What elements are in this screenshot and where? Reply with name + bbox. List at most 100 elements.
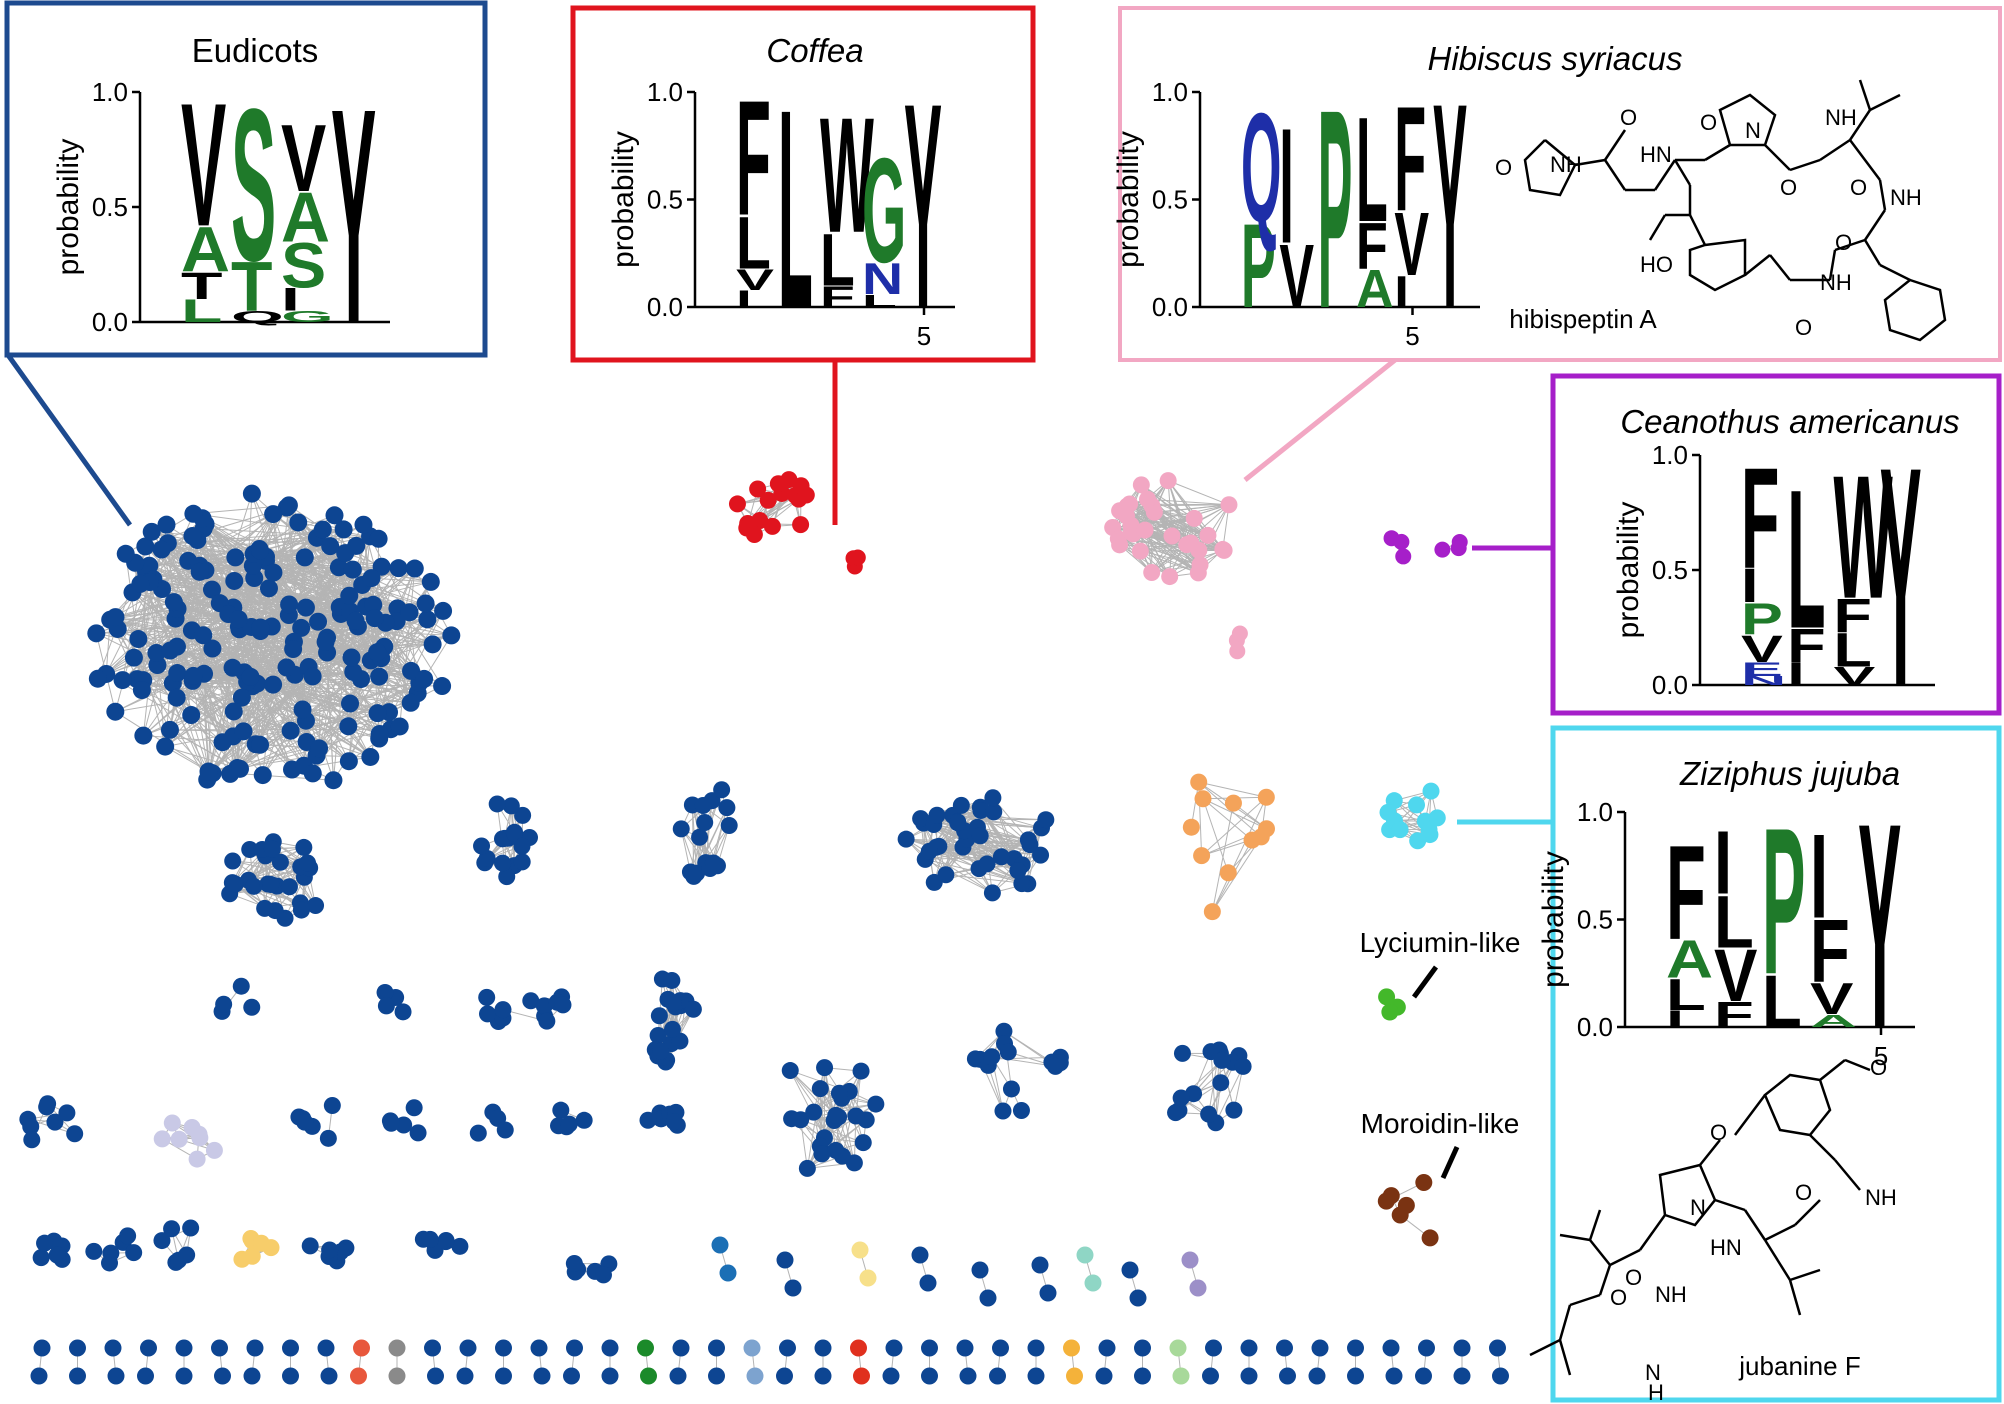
network-node [885,1339,903,1357]
network-node [639,1111,657,1129]
network-node [1095,1367,1113,1385]
network-node [423,635,442,654]
network-node [1381,1003,1399,1021]
hib-n1: N [1745,118,1761,143]
network-edge [190,667,233,716]
network-node [106,608,125,627]
network-node [33,1339,51,1357]
logo-letter: W [820,85,874,268]
hibiscus-panel-frame [1118,6,2002,362]
logo-letter: L [1356,86,1388,253]
network-node [814,1367,832,1385]
network-node [264,505,283,524]
network-node [85,1242,103,1260]
network-edge [1144,529,1199,574]
network-node [163,1220,181,1238]
network-node [746,1367,764,1385]
network-node [1139,490,1157,508]
network-edge [905,838,988,865]
network-node [282,1367,299,1385]
network-node [224,702,243,721]
logo-xtick-label: 5 [1874,1041,1888,1071]
network-node [101,1254,119,1272]
network-node [22,1118,40,1136]
hibispeptin-label: hibispeptin A [1509,304,1657,334]
network-node [113,671,132,690]
logo-letter: F [1666,818,1706,968]
logo-letter: A [1666,929,1713,989]
network-node [1143,563,1161,581]
network-node [1231,625,1248,642]
network-node [966,1050,984,1068]
network-node [1224,794,1242,812]
logo-letter: F [1394,75,1426,242]
network-edge [97,513,274,680]
network-node [395,1116,413,1134]
network-node [594,1266,612,1284]
network-node [203,639,222,658]
network-node [364,595,383,614]
network-edge [905,838,993,894]
network-node [994,1102,1012,1120]
logo-letter: F [1810,901,1850,1002]
network-node [242,484,261,503]
network-edge [325,641,334,781]
jub-n1: N [1690,1195,1706,1220]
network-node [241,840,259,858]
network-node [184,504,203,523]
network-node [798,1159,816,1177]
network-node [30,1367,48,1385]
network-node [253,766,272,785]
network-node [251,618,270,637]
network-node [202,580,221,599]
logo-letter: A [181,213,230,285]
network-node [713,781,731,799]
jub-n2: N [1645,1360,1661,1385]
network-node [295,838,313,856]
logo-letter: N [1741,673,1786,687]
network-edge [1140,504,1230,552]
logo-ytick-label: 0.5 [1577,905,1613,935]
network-node [229,610,248,629]
network-node [183,527,202,546]
network-node [223,658,242,677]
network-edge [1211,836,1262,912]
logo-letter: I [1714,812,1732,913]
network-node [1422,782,1440,800]
network-node [329,558,348,577]
network-edge [1202,798,1253,841]
network-edge [1119,544,1170,578]
network-node [1132,476,1150,494]
network-node [704,854,722,872]
network-node [161,641,180,660]
network-node [246,1339,264,1357]
network-edge [1126,515,1209,536]
network-node [1191,556,1209,574]
network-edge [151,531,331,547]
network-node [190,1125,208,1143]
logo-letter: V [1394,194,1429,294]
jub-o4: O [1625,1265,1642,1290]
network-node [163,1114,181,1132]
network-node [1453,1339,1471,1357]
logo-letter: I [1787,656,1804,692]
network-node [652,1042,670,1060]
network-node [321,537,340,556]
logo-ytick-label: 1.0 [1577,797,1613,827]
network-node [1215,541,1233,559]
network-node [160,720,179,739]
network-node [488,795,506,813]
logo-ytick-label: 1.0 [1152,77,1188,107]
network-node [1178,536,1196,554]
network-edge [156,652,352,658]
network-node [390,717,409,736]
network-node [1190,773,1208,791]
logo-letter: I [1394,267,1408,317]
network-edge [239,747,320,770]
network-node [718,799,736,817]
network-edge [115,581,431,618]
eudicots-title: Eudicots [192,32,319,69]
network-node [979,1289,997,1307]
network-node [205,1141,223,1159]
